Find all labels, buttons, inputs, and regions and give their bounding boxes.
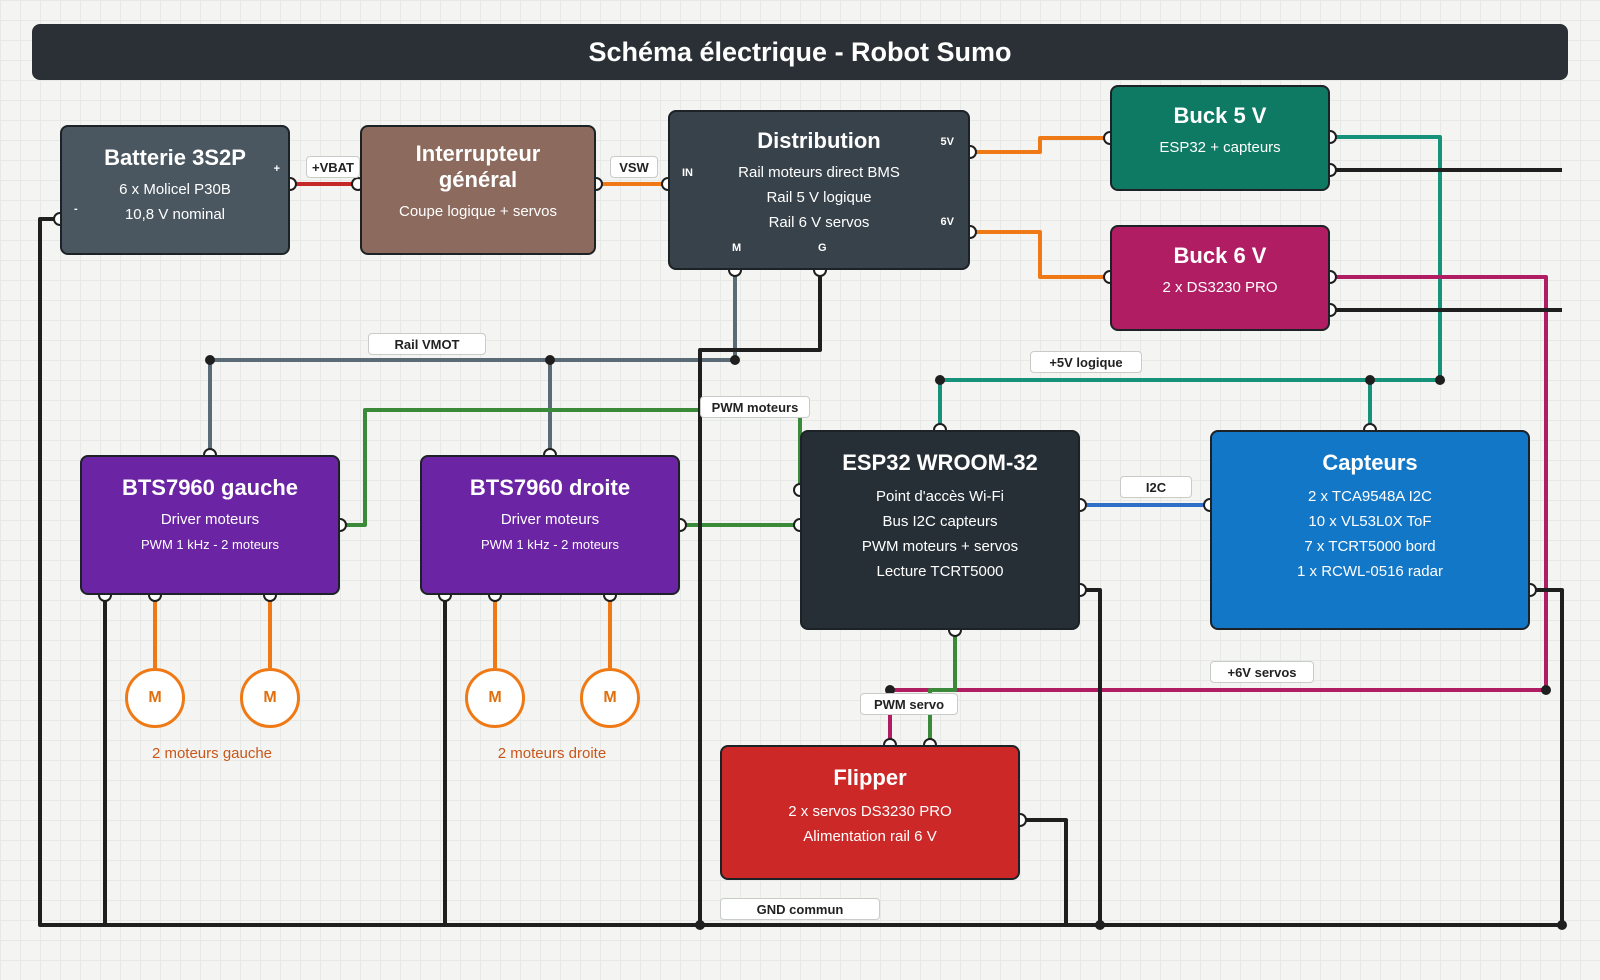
sensors-line: 7 x TCRT5000 bord xyxy=(1304,538,1436,555)
bts-left-line: Driver moteurs xyxy=(160,511,260,528)
wire-ground xyxy=(38,168,1564,927)
esp32-block: ESP32 WROOM-32 Point d'accès Wi-Fi Bus I… xyxy=(800,430,1080,630)
buck5-line: ESP32 + capteurs xyxy=(1159,139,1281,156)
esp32-line: PWM moteurs + servos xyxy=(861,538,1019,555)
buck6-block: Buck 6 V 2 x DS3230 PRO xyxy=(1110,225,1330,331)
wire-label-logic-5v: +5V logique xyxy=(1030,351,1142,373)
flipper-block: Flipper 2 x servos DS3230 PRO Alimentati… xyxy=(720,745,1020,880)
motor-symbol: M xyxy=(125,668,185,728)
distribution-line: Rail moteurs direct BMS xyxy=(738,164,900,181)
sensors-block: Capteurs 2 x TCA9548A I2C 10 x VL53L0X T… xyxy=(1210,430,1530,630)
bts-left-block: BTS7960 gauche Driver moteurs PWM 1 kHz … xyxy=(80,455,340,595)
wire-label-gnd: GND commun xyxy=(720,898,880,920)
sensors-title: Capteurs xyxy=(1322,450,1418,475)
buck5-block: Buck 5 V ESP32 + capteurs xyxy=(1110,85,1330,191)
wire-pwm-servo xyxy=(928,630,957,745)
wire-label-pwm-motors: PWM moteurs xyxy=(700,396,810,418)
motors-left-caption: 2 moteurs gauche xyxy=(151,745,273,762)
wire-label-servos-6v: +6V servos xyxy=(1210,661,1314,683)
bts-right-line: Driver moteurs xyxy=(500,511,600,528)
bts-right-line: PWM 1 kHz - 2 moteurs xyxy=(481,537,619,552)
distribution-line: Rail 6 V servos xyxy=(768,214,870,231)
sensors-line: 10 x VL53L0X ToF xyxy=(1308,513,1432,530)
battery-title: Batterie 3S2P xyxy=(104,145,246,170)
motor-symbol: M xyxy=(465,668,525,728)
wire-rail-vmot xyxy=(208,270,737,455)
switch-line: Coupe logique + servos xyxy=(398,203,558,220)
switch-block: Interrupteur général Coupe logique + ser… xyxy=(360,125,596,255)
distribution-g-pin: G xyxy=(818,242,827,254)
esp32-line: Bus I2C capteurs xyxy=(882,513,998,530)
battery-block: Batterie 3S2P 6 x Molicel P30B 10,8 V no… xyxy=(60,125,290,255)
motor-symbol: M xyxy=(580,668,640,728)
battery-line: 10,8 V nominal xyxy=(124,206,226,223)
battery-minus-pin: - xyxy=(74,203,78,215)
flipper-title: Flipper xyxy=(833,765,907,790)
esp32-line: Lecture TCRT5000 xyxy=(876,563,1004,580)
motors-right-caption: 2 moteurs droite xyxy=(497,745,607,762)
buck5-title: Buck 5 V xyxy=(1173,103,1267,128)
distribution-5v-pin: 5V xyxy=(940,136,954,148)
distribution-in-pin: IN xyxy=(682,167,693,179)
sensors-line: 2 x TCA9548A I2C xyxy=(1308,488,1432,505)
battery-plus-pin: + xyxy=(273,163,280,175)
bts-left-line: PWM 1 kHz - 2 moteurs xyxy=(141,537,279,552)
flipper-line: Alimentation rail 6 V xyxy=(803,828,937,845)
wire-label-pwm-servo: PWM servo xyxy=(860,693,958,715)
distribution-line: Rail 5 V logique xyxy=(766,189,872,206)
buck6-line: 2 x DS3230 PRO xyxy=(1162,279,1278,296)
motor-symbol: M xyxy=(240,668,300,728)
buck6-title: Buck 6 V xyxy=(1173,243,1267,268)
switch-title: Interrupteur général xyxy=(415,141,541,192)
wire-motor-leads xyxy=(153,595,612,668)
bts-right-title: BTS7960 droite xyxy=(469,475,631,500)
bts-left-title: BTS7960 gauche xyxy=(121,475,299,500)
distribution-title: Distribution xyxy=(757,128,881,153)
wire-label-rail-vmot: Rail VMOT xyxy=(368,333,486,355)
sensors-line: 1 x RCWL-0516 radar xyxy=(1297,563,1443,580)
battery-line: 6 x Molicel P30B xyxy=(119,181,231,198)
esp32-line: Point d'accès Wi-Fi xyxy=(876,488,1004,505)
wire-label-vsw: VSW xyxy=(610,156,658,178)
distribution-m-pin: M xyxy=(732,242,742,254)
distribution-block: Distribution Rail moteurs direct BMS Rai… xyxy=(668,110,970,270)
esp32-title: ESP32 WROOM-32 xyxy=(842,450,1038,475)
flipper-line: 2 x servos DS3230 PRO xyxy=(788,803,952,820)
wire-label-i2c: I2C xyxy=(1120,476,1192,498)
bts-right-block: BTS7960 droite Driver moteurs PWM 1 kHz … xyxy=(420,455,680,595)
diagram-title: Schéma électrique - Robot Sumo xyxy=(32,24,1568,80)
wire-label-vbat: +VBAT xyxy=(306,156,360,178)
wire-5v xyxy=(970,136,1110,154)
wire-6v xyxy=(970,230,1110,279)
distribution-6v-pin: 6V xyxy=(940,216,954,228)
